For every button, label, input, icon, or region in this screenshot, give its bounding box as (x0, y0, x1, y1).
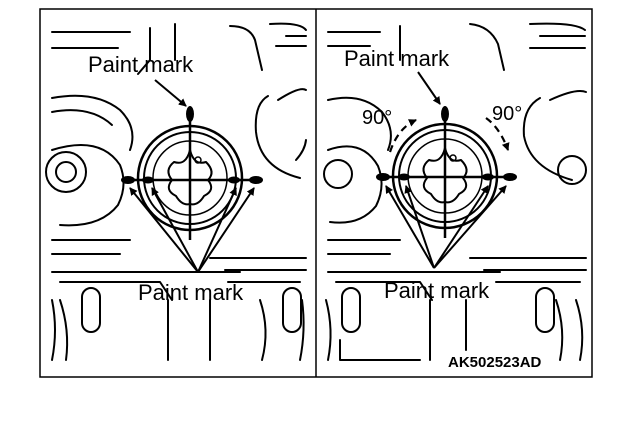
left-paint-mark-left (121, 176, 135, 184)
right-paint-mark-top (441, 106, 449, 122)
right-paint-mark-left (376, 173, 390, 181)
left-paint-mark-right (249, 176, 263, 184)
right-engine-outline (323, 22, 587, 361)
left-paint-marks (121, 106, 263, 240)
right-paint-mark-right (503, 173, 517, 181)
left-leaders (129, 79, 255, 273)
right-paint-marks (376, 106, 517, 238)
figure-code: AK502523AD (448, 354, 542, 371)
left-paint-mark-top (186, 106, 194, 122)
right-paint-mark-label-bottom: Paint mark (384, 278, 490, 303)
right-angle-label-right: 90° (492, 103, 522, 125)
left-panel: Paint mark Paint mark (45, 22, 307, 361)
right-leaders (385, 71, 507, 269)
left-engine-outline (45, 22, 307, 361)
left-paint-mark-label-top: Paint mark (88, 52, 194, 77)
right-panel: Paint mark 90° 90° Paint mark (323, 22, 587, 361)
right-angle-label-left: 90° (362, 107, 392, 129)
right-paint-mark-center-left (398, 173, 410, 181)
rotation-arcs (388, 117, 510, 153)
right-paint-mark-center-right (482, 173, 494, 181)
left-paint-mark-center-right (228, 176, 240, 184)
right-paint-mark-label-top: Paint mark (344, 46, 450, 71)
left-paint-mark-label-bottom: Paint mark (138, 280, 244, 305)
left-paint-mark-center-left (142, 176, 154, 184)
